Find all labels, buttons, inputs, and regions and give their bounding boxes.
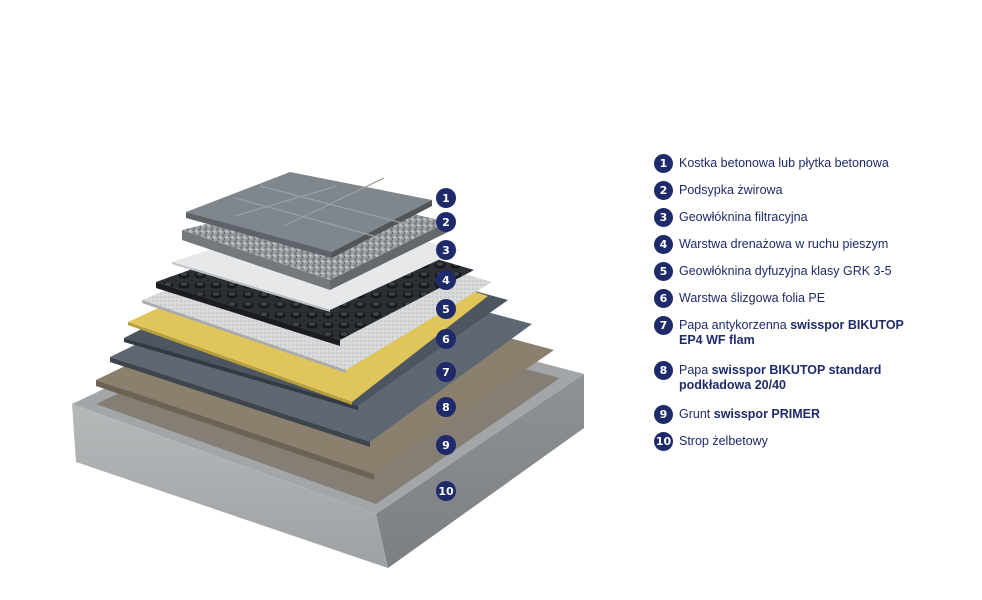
callout-1: 1 bbox=[436, 188, 456, 208]
legend-badge: 3 bbox=[654, 208, 673, 227]
legend-item-6: 6 Warstwa ślizgowa folia PE bbox=[654, 289, 909, 308]
legend-item-1: 1 Kostka betonowa lub płytka betonowa bbox=[654, 154, 909, 173]
legend-label: Kostka betonowa lub płytka betonowa bbox=[679, 156, 889, 170]
callout-4: 4 bbox=[436, 270, 456, 290]
svg-text:4: 4 bbox=[442, 274, 450, 287]
callout-6: 6 bbox=[436, 329, 456, 349]
svg-text:6: 6 bbox=[442, 333, 450, 346]
legend-badge: 9 bbox=[654, 405, 673, 424]
legend-item-9: 9 Grunt swisspor PRIMER bbox=[654, 405, 909, 424]
svg-text:10: 10 bbox=[438, 485, 454, 498]
svg-text:8: 8 bbox=[442, 401, 450, 414]
callout-9: 9 bbox=[436, 435, 456, 455]
legend-item-2: 2 Podsypka żwirowa bbox=[654, 181, 909, 200]
layer-1-paving-tiles bbox=[186, 172, 432, 258]
svg-text:2: 2 bbox=[442, 216, 450, 229]
legend-item-5: 5 Geowłóknina dyfuzyjna klasy GRK 3-5 bbox=[654, 262, 909, 281]
legend-label: Papa swisspor BIKUTOP standard podkładow… bbox=[679, 363, 882, 392]
callouts: 1 2 3 4 5 6 7 8 9 10 bbox=[436, 188, 456, 501]
legend-item-7: 7 Papa antykorzenna swisspor BIKUTOP EP4… bbox=[654, 316, 909, 348]
legend-label: Geowłóknina dyfuzyjna klasy GRK 3-5 bbox=[679, 264, 892, 278]
legend-badge: 1 bbox=[654, 154, 673, 173]
legend-item-3: 3 Geowłóknina filtracyjna bbox=[654, 208, 909, 227]
legend-badge: 2 bbox=[654, 181, 673, 200]
callout-10: 10 bbox=[436, 481, 456, 501]
legend-label: Grunt swisspor PRIMER bbox=[679, 407, 821, 421]
svg-text:1: 1 bbox=[442, 192, 450, 205]
legend-label: Podsypka żwirowa bbox=[679, 183, 783, 197]
svg-text:3: 3 bbox=[442, 244, 450, 257]
callout-3: 3 bbox=[436, 240, 456, 260]
callout-7: 7 bbox=[436, 362, 456, 382]
svg-text:9: 9 bbox=[442, 439, 450, 452]
legend-item-4: 4 Warstwa drenażowa w ruchu pieszym bbox=[654, 235, 909, 254]
legend-label: Warstwa drenażowa w ruchu pieszym bbox=[679, 237, 889, 251]
legend-badge: 4 bbox=[654, 235, 673, 254]
callout-8: 8 bbox=[436, 397, 456, 417]
legend-badge: 8 bbox=[654, 361, 673, 380]
legend-item-8: 8 Papa swisspor BIKUTOP standard podkład… bbox=[654, 361, 909, 393]
legend-label: Strop żelbetowy bbox=[679, 434, 768, 448]
callout-5: 5 bbox=[436, 299, 456, 319]
svg-text:7: 7 bbox=[442, 366, 450, 379]
legend-label: Warstwa ślizgowa folia PE bbox=[679, 291, 826, 305]
legend-badge: 7 bbox=[654, 316, 673, 335]
legend-badge: 6 bbox=[654, 289, 673, 308]
svg-text:5: 5 bbox=[442, 303, 450, 316]
legend-label: Geowłóknina filtracyjna bbox=[679, 210, 808, 224]
legend-item-10: 10 Strop żelbetowy bbox=[654, 432, 909, 451]
legend-badge: 10 bbox=[654, 432, 673, 451]
legend-badge: 5 bbox=[654, 262, 673, 281]
legend-label: Papa antykorzenna swisspor BIKUTOP EP4 W… bbox=[679, 318, 904, 347]
callout-2: 2 bbox=[436, 212, 456, 232]
